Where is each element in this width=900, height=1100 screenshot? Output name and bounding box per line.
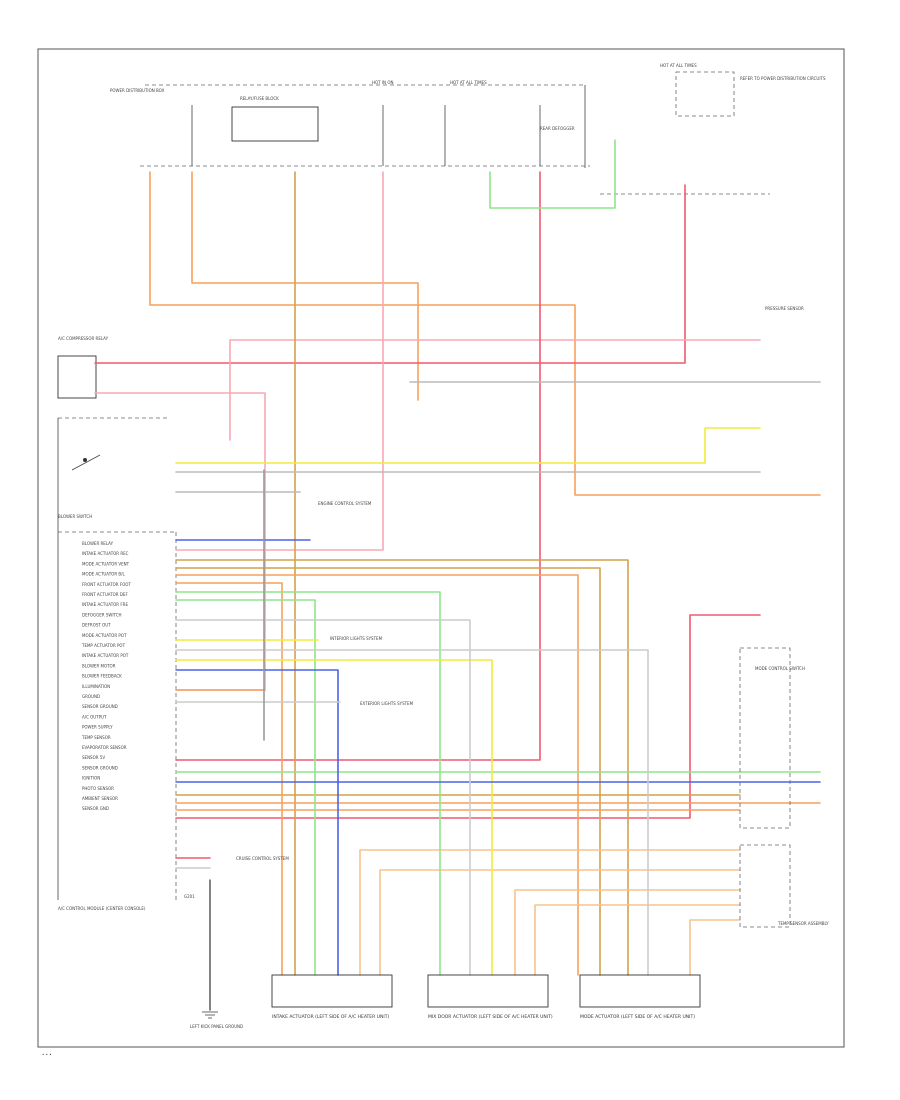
module-pin-label: SENSOR 5V (82, 755, 105, 760)
fuse-center-1-label: HOT IN ON (372, 80, 393, 85)
note-cruise: CRUISE CONTROL SYSTEM (236, 856, 289, 861)
module-pin-label: BLOWER MOTOR (82, 663, 116, 668)
control-module: A/C CONTROL MODULE (CENTER CONSOLE) G201 (58, 531, 195, 911)
note-right-lower: MODE CONTROL SWITCH (755, 666, 805, 671)
wire-gray-4 (175, 619, 471, 976)
fuse-center-2-label: HOT AT ALL TIMES (450, 80, 487, 85)
module-pin-label: AMBIENT SENSOR (82, 796, 118, 801)
module-pin-label: MODE ACTUATOR B/L (82, 572, 125, 577)
module-pin-label: MODE ACTUATOR POT (82, 633, 127, 638)
top-fuse-area: POWER DISTRIBUTION BOX RELAY/FUSE BLOCK … (110, 63, 826, 195)
wire-red-3 (175, 614, 761, 819)
system-notes: ENGINE CONTROL SYSTEM INTERIOR LIGHTS SY… (236, 306, 829, 926)
wire-orange-10 (534, 904, 741, 976)
module-pin-label: MODE ACTUATOR VENT (82, 561, 130, 566)
wire-orange-3 (175, 574, 579, 976)
fuse-top-right-label: HOT AT ALL TIMES (660, 63, 697, 68)
module-pin-label: INTAKE ACTUATOR REC (82, 551, 129, 556)
right-component-box (739, 647, 791, 829)
module-pin-label: GROUND (82, 694, 100, 699)
wire-orange-1 (149, 171, 821, 496)
relay-block (231, 106, 319, 142)
blower-switch-label: BLOWER SWITCH (58, 514, 92, 519)
wire-green-2 (175, 599, 316, 976)
module-pin-label: PHOTO SENSOR (82, 786, 114, 791)
module-pin-label: EVAPORATOR SENSOR (82, 745, 127, 750)
wire-orange-9 (514, 889, 741, 976)
actuator-intake-label: INTAKE ACTUATOR (LEFT SIDE OF A/C HEATER… (272, 1014, 389, 1020)
module-pin-label: SENSOR GROUND (82, 765, 118, 770)
wire-brown-2 (175, 559, 629, 976)
wires (94, 139, 821, 1011)
ground-label-bottom: LEFT KICK PANEL GROUND (190, 1024, 243, 1029)
diagram-frame (37, 48, 845, 1048)
compressor-relay-label: A/C COMPRESSOR RELAY (58, 336, 109, 341)
note-right-bottom: TEMP SENSOR ASSEMBLY (777, 921, 829, 926)
note-interior-light: INTERIOR LIGHTS SYSTEM (330, 636, 383, 641)
module-pin-label: A/C OUTPUT (82, 714, 107, 719)
actuator-mode-label: MODE ACTUATOR (LEFT SIDE OF A/C HEATER U… (580, 1014, 695, 1020)
wire-red-1 (94, 184, 686, 364)
wire-yellow-1 (175, 427, 761, 464)
right-note-label: REFER TO POWER DISTRIBUTION CIRCUITS (740, 76, 826, 81)
module-pin-label: BLOWER RELAY (82, 541, 114, 546)
module-pin-label: TEMP ACTUATOR POT (81, 643, 126, 648)
control-module-label: A/C CONTROL MODULE (CENTER CONSOLE) (58, 906, 146, 911)
module-pin-label: FRONT ACTUATOR DEF (82, 592, 128, 597)
rear-defog-label: REAR DEFOGGER (540, 126, 575, 131)
actuator-mode: MODE ACTUATOR (LEFT SIDE OF A/C HEATER U… (579, 974, 701, 1020)
module-pin-label: POWER SUPPLY (82, 725, 113, 730)
ground-label: G201 (184, 894, 195, 899)
module-pin-label: BLOWER FEEDBACK (82, 674, 122, 679)
fuse-left-label: POWER DISTRIBUTION BOX (110, 88, 165, 93)
module-pin-label: INTAKE ACTUATOR FRE (82, 602, 128, 607)
module-pin-label: ILLUMINATION (82, 684, 110, 689)
wire-gray-6 (175, 649, 649, 976)
wire-yellow-3 (175, 659, 493, 976)
wire-red-2 (175, 171, 541, 761)
actuator-mix-label: MIX DOOR ACTUATOR (LEFT SIDE OF A/C HEAT… (428, 1014, 553, 1020)
wire-blue-2 (175, 669, 339, 976)
wire-pink-1 (229, 339, 761, 441)
wire-orange-4 (175, 582, 283, 976)
wire-orange-11 (689, 919, 741, 976)
corner-label: • • • (42, 1052, 52, 1057)
wire-brown-3 (175, 567, 601, 976)
module-pin-label: DEFOGGER SWITCH (82, 612, 122, 617)
actuator-intake: INTAKE ACTUATOR (LEFT SIDE OF A/C HEATER… (271, 974, 393, 1020)
module-pin-label: IGNITION (82, 776, 100, 781)
ground-symbol: LEFT KICK PANEL GROUND (190, 1011, 243, 1029)
note-exterior-light: EXTERIOR LIGHTS SYSTEM (360, 701, 414, 706)
note-engine-control: ENGINE CONTROL SYSTEM (318, 501, 372, 506)
compressor-relay-box (57, 355, 97, 399)
module-pin-label: DEFROST OUT (82, 623, 111, 628)
module-pin-label: FRONT ACTUATOR FOOT (82, 582, 131, 587)
wire-green-4 (489, 139, 616, 209)
relay-block-label: RELAY/FUSE BLOCK (240, 96, 279, 101)
module-pin-labels: BLOWER RELAY INTAKE ACTUATOR REC MODE ACTU… (81, 541, 131, 811)
module-pin-label: SENSOR GROUND (82, 704, 118, 709)
module-pin-label: SENSOR GND (82, 806, 109, 811)
wire-orange-8 (379, 869, 741, 976)
right-sensor-box (739, 844, 791, 928)
module-pin-label: INTAKE ACTUATOR POT (82, 653, 129, 658)
note-right-mid: PRESSURE SENSOR (765, 306, 804, 311)
wire-orange-2 (191, 171, 419, 401)
wire-orange-7 (359, 849, 741, 976)
blower-switch: BLOWER SWITCH (57, 417, 170, 900)
actuator-mix-door: MIX DOOR ACTUATOR (LEFT SIDE OF A/C HEAT… (427, 974, 553, 1020)
module-pin-label: TEMP SENSOR (81, 735, 111, 740)
wire-pink-3 (175, 171, 384, 551)
